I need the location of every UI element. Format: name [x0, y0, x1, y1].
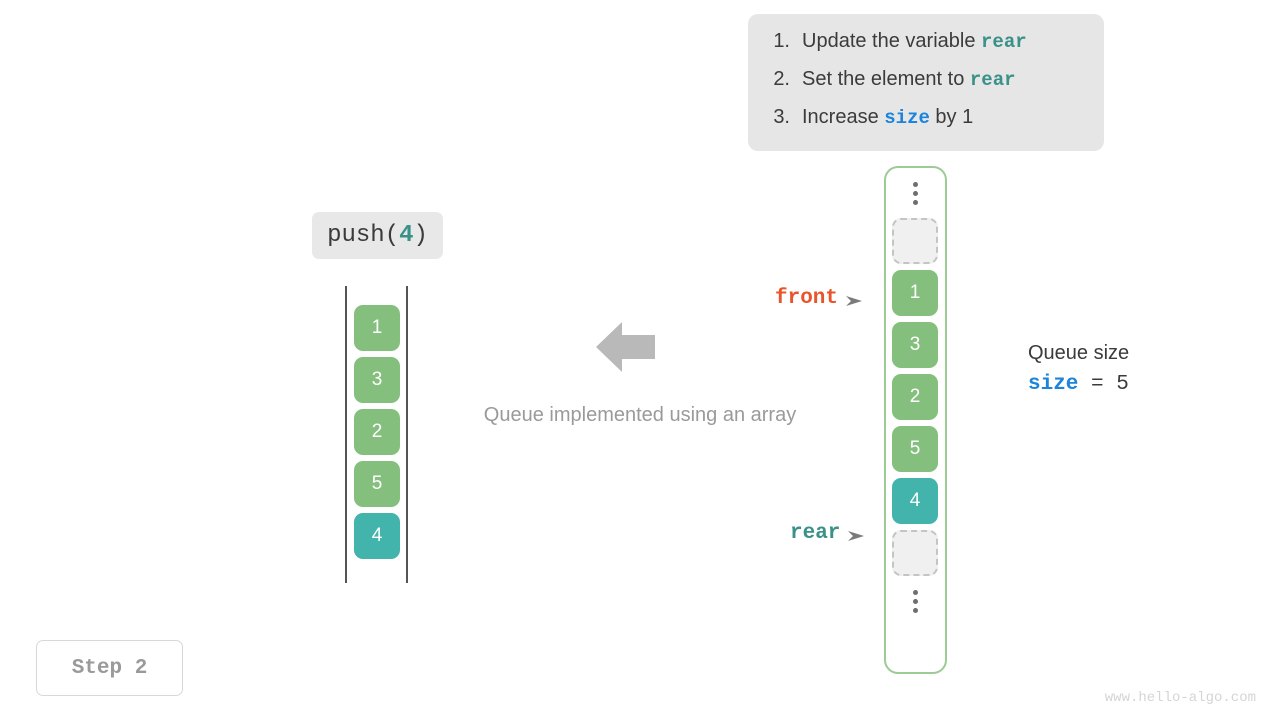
- queue-cell: 2: [354, 409, 400, 455]
- queue-size-title: Queue size: [1028, 342, 1130, 364]
- array-cells: 1 3 2 5 4: [892, 174, 938, 620]
- queue-size-readout: Queue size size = 5: [1028, 342, 1228, 396]
- array-bound-left: [345, 286, 347, 583]
- size-variable: size: [1028, 373, 1079, 396]
- front-pointer: front: [775, 287, 863, 310]
- instruction-number: 2.: [773, 68, 790, 90]
- arrow-right-icon: [846, 292, 863, 306]
- queue-cell: 3: [354, 357, 400, 403]
- size-value: 5: [1116, 373, 1129, 396]
- queue-conceptual-view: 1 3 2 5 4: [345, 286, 408, 583]
- queue-cell-new: 4: [354, 513, 400, 559]
- queue-cells: 1 3 2 5 4: [354, 305, 400, 559]
- instruction-item: 3. Increase size by 1: [748, 106, 1104, 142]
- vertical-ellipsis-icon: [892, 582, 938, 620]
- queue-size-expression: size = 5: [1028, 373, 1228, 396]
- diagram-caption: Queue implemented using an array: [483, 404, 797, 426]
- rear-pointer-label: rear: [790, 522, 841, 545]
- array-bound-right: [406, 286, 408, 583]
- operation-argument: 4: [399, 222, 414, 249]
- array-storage-view: 1 3 2 5 4: [884, 166, 947, 674]
- code-token-rear: rear: [969, 69, 1016, 91]
- instruction-text: Set the element to rear: [802, 68, 1016, 91]
- front-pointer-label: front: [775, 287, 839, 310]
- instruction-panel: 1. Update the variable rear 2. Set the e…: [748, 14, 1104, 151]
- queue-cell: 1: [354, 305, 400, 351]
- array-cell: 5: [892, 426, 938, 472]
- instruction-number: 3.: [773, 106, 790, 128]
- arrow-left-icon: [596, 322, 655, 372]
- operation-name: push(: [327, 222, 400, 249]
- instruction-text: Increase size by 1: [802, 106, 974, 129]
- instruction-item: 1. Update the variable rear: [748, 30, 1104, 66]
- code-token-size: size: [884, 107, 930, 129]
- rear-pointer: rear: [790, 522, 865, 545]
- instruction-text: Update the variable rear: [802, 30, 1027, 53]
- array-cell-empty: [892, 530, 938, 576]
- arrow-right-icon: [848, 527, 865, 541]
- array-cell-new: 4: [892, 478, 938, 524]
- array-cell: 1: [892, 270, 938, 316]
- queue-cell: 5: [354, 461, 400, 507]
- array-cell: 3: [892, 322, 938, 368]
- operation-close-paren: ): [413, 222, 428, 249]
- size-operator: =: [1078, 373, 1117, 396]
- watermark: www.hello-algo.com: [1104, 690, 1256, 706]
- vertical-ellipsis-icon: [892, 174, 938, 212]
- instruction-number: 1.: [773, 30, 790, 52]
- array-cell: 2: [892, 374, 938, 420]
- operation-label: push(4): [312, 212, 443, 259]
- array-cell-empty: [892, 218, 938, 264]
- code-token-rear: rear: [981, 31, 1027, 53]
- step-badge: Step 2: [36, 640, 183, 696]
- instruction-item: 2. Set the element to rear: [748, 68, 1104, 104]
